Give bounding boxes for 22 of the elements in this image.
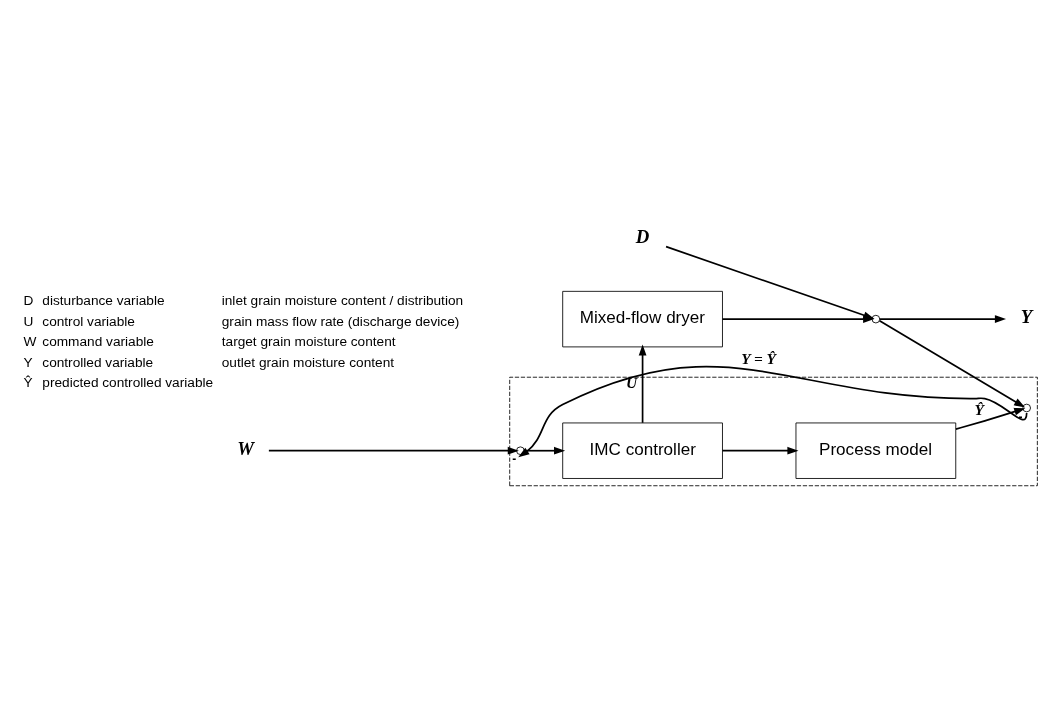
node-text: Y bbox=[1020, 306, 1033, 328]
label: Ŷ bbox=[23, 375, 33, 391]
edge-label: U bbox=[625, 373, 638, 391]
edge-label: Y = Ŷ bbox=[741, 349, 776, 367]
label: U bbox=[23, 313, 34, 329]
label: inlet grain moisture content / distribution bbox=[221, 293, 464, 309]
label: Y bbox=[23, 354, 33, 370]
label: outlet grain moisture content bbox=[221, 354, 395, 370]
label: target grain moisture content bbox=[221, 334, 396, 350]
node-label: - bbox=[1018, 409, 1023, 424]
node-label: - bbox=[512, 452, 517, 467]
label: grain mass flow rate (discharge device) bbox=[221, 313, 460, 329]
label: command variable bbox=[42, 334, 154, 350]
label: W bbox=[23, 334, 37, 350]
label: D bbox=[23, 293, 34, 309]
label: controlled variable bbox=[42, 354, 154, 370]
label: predicted controlled variable bbox=[42, 375, 214, 391]
label: control variable bbox=[42, 313, 135, 329]
edge-label: Ŷ bbox=[974, 401, 984, 419]
node-text: W bbox=[237, 437, 254, 459]
label: disturbance variable bbox=[42, 293, 165, 309]
node-text: D bbox=[635, 225, 650, 247]
